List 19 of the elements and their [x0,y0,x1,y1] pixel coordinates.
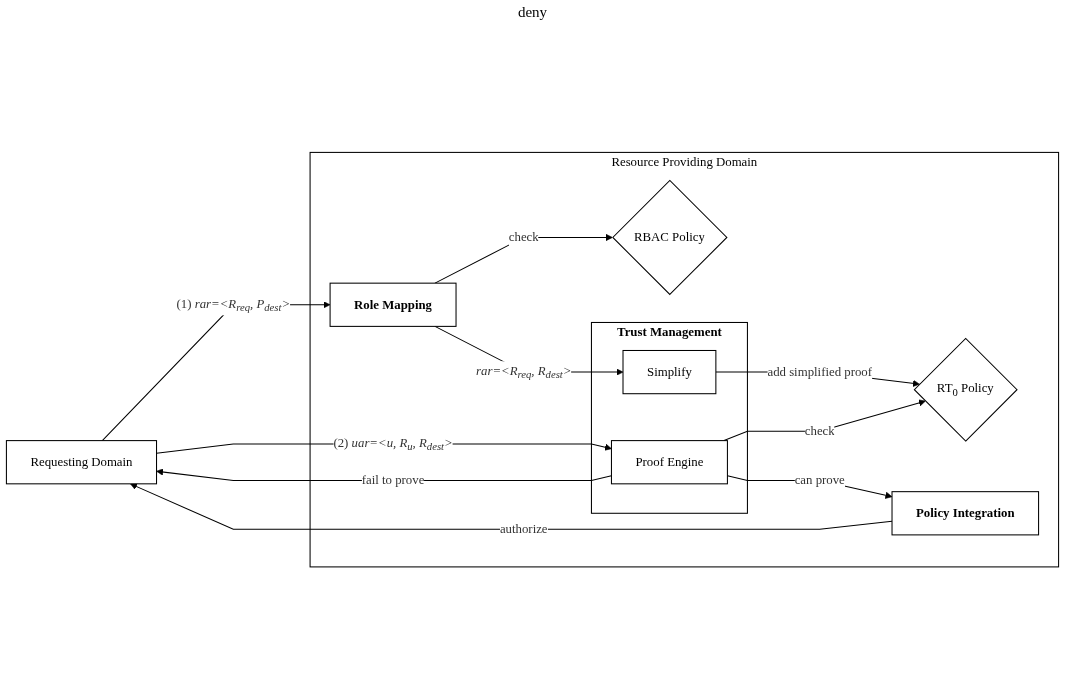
arrow [130,483,893,530]
edge-label: can prove [794,473,845,487]
edge-label: (1) rar=<R$_{req}$, P$_{dest}$> [176,296,291,314]
edge-label: (2) uar=<u, R$_{u}$, R$_{dest}$> [333,435,453,453]
edge-label: rar=<R$_{req}$, R$_{dest}$> [476,363,572,381]
edge-label: fail to prove [361,473,425,487]
node-box: Requesting Domain [5,439,158,485]
note-text: deny [517,4,548,20]
node-diamond: RBAC Policy [612,179,728,296]
node-box: Role Mapping [329,282,457,327]
edge-label: check [804,423,835,438]
edge-label: check [508,230,539,244]
node-box: Proof Engine [610,439,728,485]
node-box: Simplify [622,349,717,395]
edge-label: add simplified proof [767,364,873,379]
node-box: Policy Integration [891,491,1040,536]
edge-label: authorize [499,521,548,536]
node-diamond: RT$_{0}$ Policy [913,337,1018,442]
arrow [723,399,926,441]
